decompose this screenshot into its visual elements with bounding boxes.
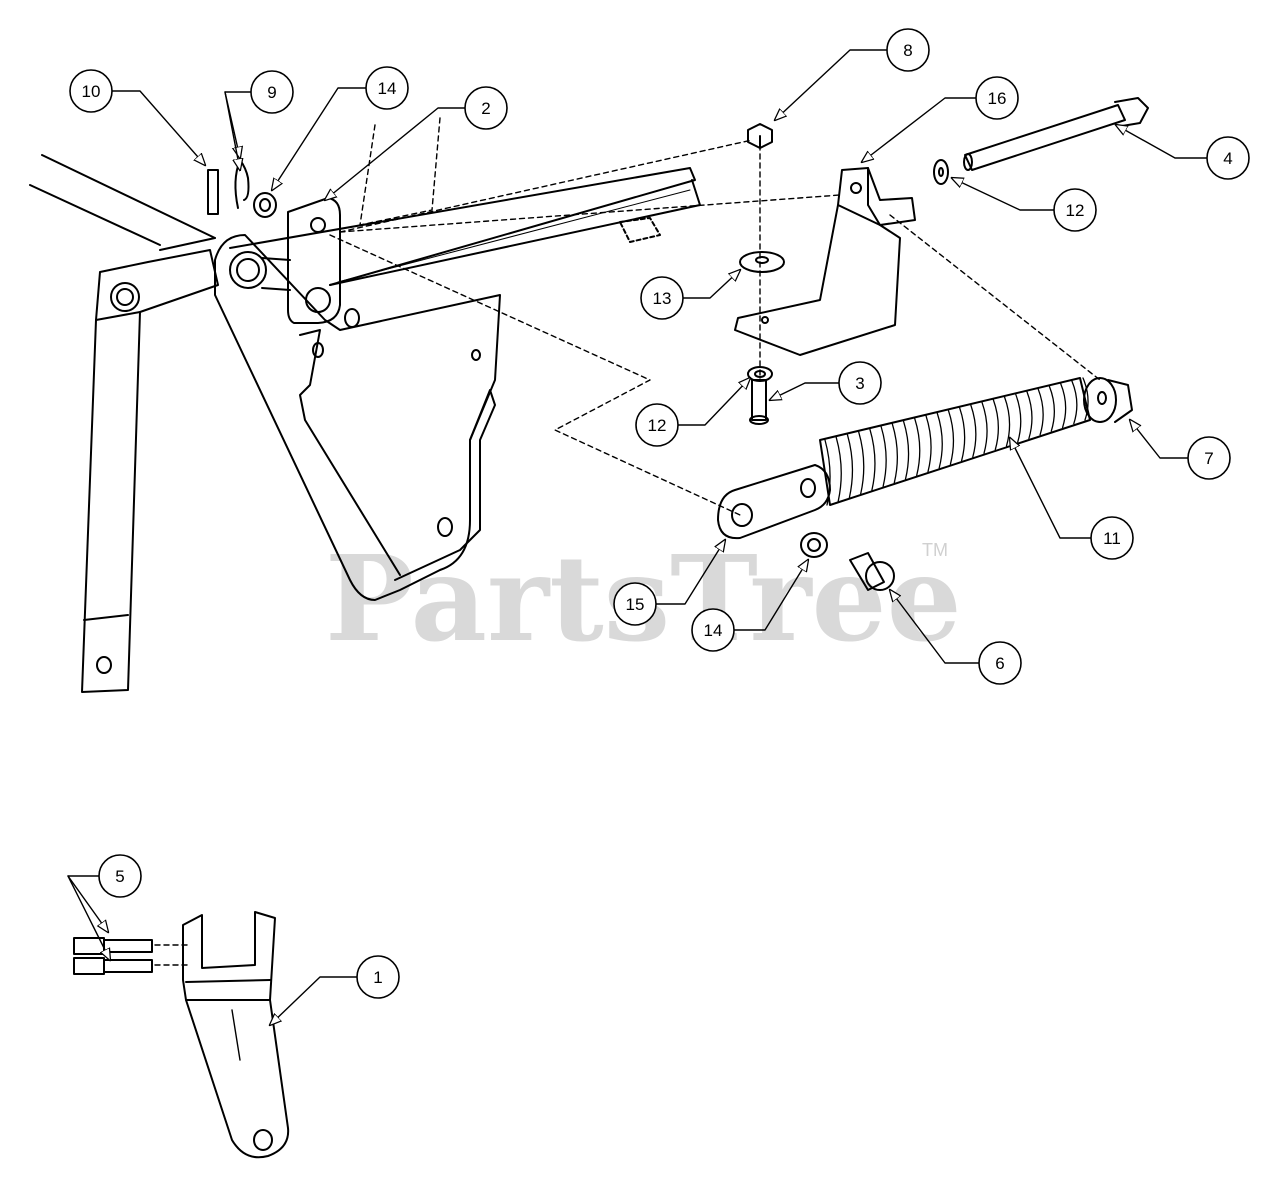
- callout-number: 12: [1066, 201, 1085, 220]
- frame-lines: [29, 154, 216, 246]
- leader-c14a: [272, 87, 367, 190]
- callout-circle: [613, 582, 657, 626]
- bolt-4-part: [963, 97, 1149, 171]
- callout-circle: [1187, 436, 1231, 480]
- leader-c10: [111, 90, 205, 165]
- clevis-pin-part: [849, 552, 895, 591]
- callout-c12b: 12: [635, 403, 679, 447]
- callout-circle: [69, 69, 113, 113]
- callout-c8: 8: [886, 28, 930, 72]
- callout-circle: [978, 641, 1022, 685]
- callout-number: 7: [1204, 449, 1213, 468]
- callout-circle: [1053, 188, 1097, 232]
- callout-c13: 13: [640, 276, 684, 320]
- callout-number: 10: [82, 82, 101, 101]
- bolts-5-part: [73, 937, 153, 975]
- callout-c7: 7: [1187, 436, 1231, 480]
- callout-leaders: [67, 49, 1208, 1025]
- washer-upper-part: [253, 192, 277, 218]
- callout-c5: 5: [98, 854, 142, 898]
- callout-c11: 11: [1090, 516, 1134, 560]
- washer-lower-part: [800, 532, 828, 558]
- callout-c14a: 14: [365, 66, 409, 110]
- callout-number: 4: [1223, 149, 1232, 168]
- callout-number: 14: [704, 621, 723, 640]
- leader-c6: [890, 590, 980, 664]
- pin-part: [207, 169, 219, 215]
- callout-number: 8: [903, 41, 912, 60]
- callout-c6: 6: [978, 641, 1022, 685]
- callout-circle: [1090, 516, 1134, 560]
- callout-circle: [640, 276, 684, 320]
- leader-c2: [325, 107, 466, 200]
- leader-c9: [224, 91, 252, 158]
- spring-part: [819, 377, 1091, 506]
- spring-cap-part: [1083, 377, 1133, 423]
- nut-part: [747, 123, 773, 149]
- leader-c12a: [952, 178, 1055, 211]
- bracket-16-part: [734, 167, 916, 356]
- rod-end-part: [717, 464, 831, 540]
- leader-c7: [1130, 420, 1189, 459]
- leader-c13: [682, 270, 740, 299]
- callout-c16: 16: [975, 76, 1019, 120]
- bracket-plate-part: [214, 234, 501, 601]
- callout-number: 13: [653, 289, 672, 308]
- callout-number: 5: [115, 867, 124, 886]
- lift-bar-part: [229, 167, 701, 286]
- callout-circle: [635, 403, 679, 447]
- callout-circle: [691, 608, 735, 652]
- callout-circle: [356, 955, 400, 999]
- callout-c3: 3: [838, 361, 882, 405]
- callout-c4: 4: [1206, 136, 1250, 180]
- lift-arm-part: [81, 237, 219, 693]
- washer-13-part: [739, 251, 785, 273]
- callout-circle: [464, 86, 508, 130]
- callout-number: 14: [378, 79, 397, 98]
- callout-circle: [1206, 136, 1250, 180]
- callout-c9: 9: [250, 70, 294, 114]
- callout-circle: [838, 361, 882, 405]
- leader-c11: [1010, 438, 1092, 539]
- callout-number: 9: [267, 83, 276, 102]
- callout-circle: [365, 66, 409, 110]
- assembly-guides: [154, 117, 1101, 966]
- bolt-3-part: [749, 379, 769, 425]
- callout-circle: [98, 854, 142, 898]
- leader-extra-c9: [224, 91, 240, 170]
- leader-c15: [655, 540, 725, 605]
- callout-number: 3: [855, 374, 864, 393]
- leader-c14b: [733, 560, 808, 631]
- callout-number: 15: [626, 595, 645, 614]
- leader-c1: [270, 976, 358, 1025]
- callout-c15: 15: [613, 582, 657, 626]
- washer-12a-part: [933, 159, 949, 185]
- callout-c10: 10: [69, 69, 113, 113]
- leader-c8: [775, 49, 888, 120]
- callout-circle: [975, 76, 1019, 120]
- callout-number: 12: [648, 416, 667, 435]
- leader-c4: [1116, 125, 1208, 159]
- callout-c12a: 12: [1053, 188, 1097, 232]
- callout-circle: [886, 28, 930, 72]
- fork-part: [182, 911, 290, 1159]
- callout-number: 6: [995, 654, 1004, 673]
- callout-c1: 1: [356, 955, 400, 999]
- leader-c3: [770, 382, 840, 400]
- callout-c14b: 14: [691, 608, 735, 652]
- leader-c12b: [677, 378, 750, 426]
- leader-c16: [862, 97, 977, 162]
- hairpin-clip-part: [234, 159, 250, 209]
- callout-number: 2: [481, 99, 490, 118]
- leader-extra-c5: [67, 875, 110, 960]
- link-plate-part: [261, 197, 341, 324]
- callout-number: 1: [373, 968, 382, 987]
- callout-circle: [250, 70, 294, 114]
- callout-c2: 2: [464, 86, 508, 130]
- watermark-trademark: TM: [922, 540, 948, 560]
- callout-number: 11: [1103, 529, 1121, 548]
- callout-number: 16: [988, 89, 1007, 108]
